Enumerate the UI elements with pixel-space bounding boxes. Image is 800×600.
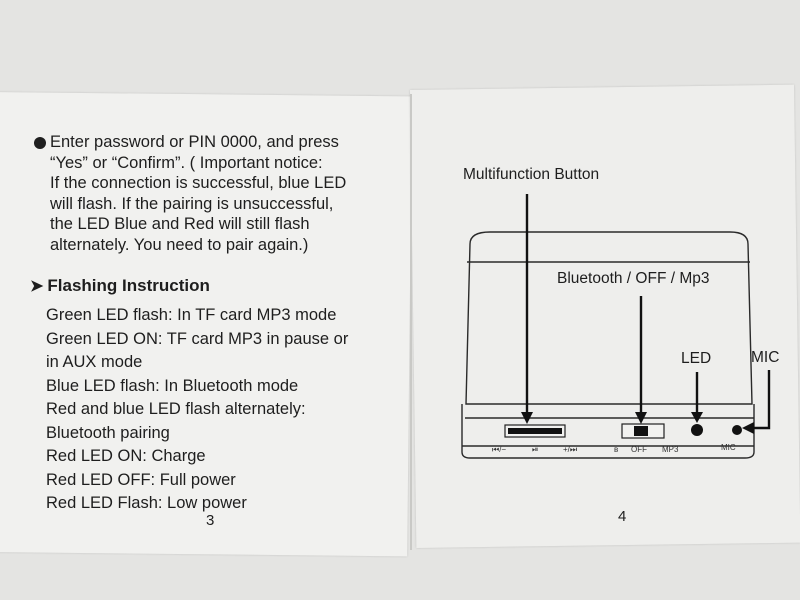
- paragraph-line: “Yes” or “Confirm”. ( Important notice:: [50, 153, 323, 172]
- arrow-down-icon: [521, 412, 533, 424]
- list-item: Red LED Flash: Low power: [46, 494, 247, 512]
- mode-switch-knob: [634, 426, 648, 436]
- list-item: Red and blue LED flash alternately:: [46, 400, 306, 418]
- page-spine: [410, 94, 412, 550]
- paragraph-line: Enter password or PIN 0000, and press: [50, 133, 339, 151]
- play-label: ⏯: [532, 445, 538, 454]
- arrow-right-icon: ➤: [30, 278, 44, 295]
- led-indicator: [691, 424, 703, 436]
- list-item: in AUX mode: [46, 353, 143, 371]
- paragraph-line: the LED Blue and Red will still flash: [50, 215, 310, 234]
- list-item: Red LED ON: Charge: [46, 447, 206, 465]
- page-number-right: 4: [618, 508, 627, 525]
- prev-label: ⏮/−: [492, 445, 506, 454]
- pairing-paragraph: Enter password or PIN 0000, and press “Y…: [34, 132, 414, 256]
- arrow-left-icon: [742, 422, 754, 434]
- page-number-left: 3: [206, 512, 215, 529]
- mode-switch-label: Bluetooth / OFF / Mp3: [557, 270, 710, 287]
- speaker-base-outline: [461, 404, 755, 459]
- bluetooth-icon: ʙ: [614, 445, 618, 454]
- flash-instruction-list: Green LED flash: In TF card MP3 mode Gre…: [46, 304, 348, 516]
- next-label: +/⏭: [563, 445, 577, 454]
- heading-text: Flashing Instruction: [47, 276, 210, 295]
- list-item: Blue LED flash: In Bluetooth mode: [46, 376, 299, 395]
- led-label: LED: [681, 350, 712, 367]
- list-item: Green LED flash: In TF card MP3 mode: [46, 306, 337, 324]
- list-item: Bluetooth pairing: [46, 423, 170, 442]
- multifunction-button-slot: [508, 428, 562, 434]
- mp3-label: MP3: [662, 445, 679, 454]
- speaker-body-outline: [465, 231, 753, 405]
- paragraph-line: will flash. If the pairing is unsuccessf…: [50, 194, 334, 213]
- mic-panel-label: MIC: [721, 443, 736, 452]
- paragraph-line: alternately. You need to pair again.): [50, 235, 309, 254]
- mic-hole: [732, 425, 742, 435]
- arrow-down-icon: [691, 412, 703, 423]
- list-item: Red LED OFF: Full power: [46, 470, 236, 489]
- arrow-down-icon: [635, 412, 647, 424]
- bullet-icon: [34, 137, 46, 149]
- list-item: Green LED ON: TF card MP3 in pause or: [46, 329, 349, 348]
- flashing-heading: ➤Flashing Instruction: [30, 276, 210, 296]
- multifunction-button-label: Multifunction Button: [463, 166, 600, 183]
- mic-label: MIC: [751, 349, 780, 366]
- mic-pointer: [752, 370, 771, 430]
- off-label: OFF: [631, 445, 647, 454]
- paragraph-line: If the connection is successful, blue LE…: [50, 174, 347, 193]
